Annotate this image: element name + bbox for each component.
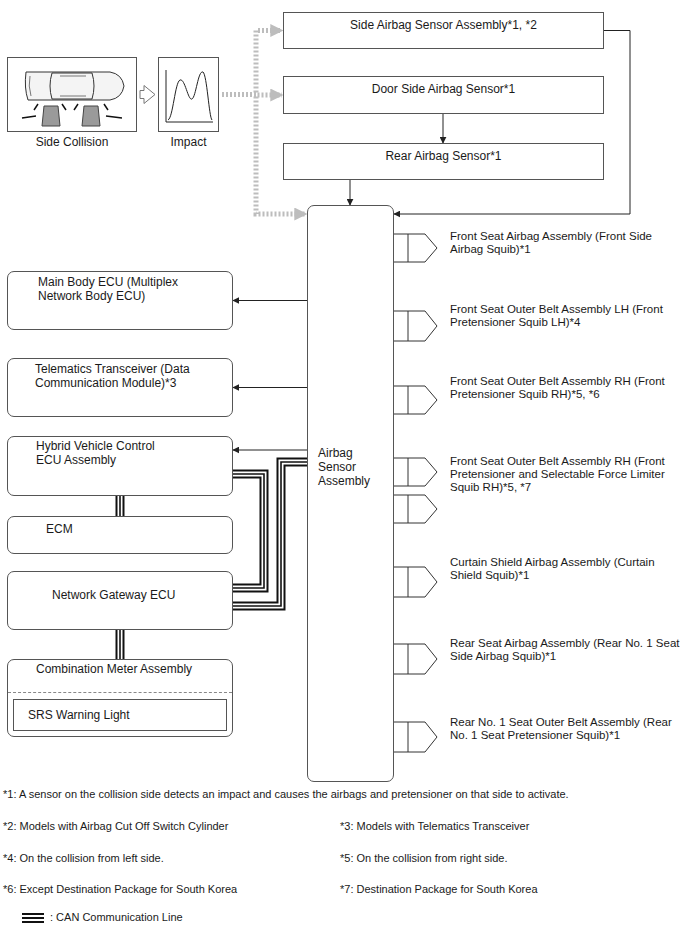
component-box: Rear Airbag Sensor*1: [283, 143, 604, 180]
component-box: ECM: [7, 516, 233, 554]
connector: [233, 474, 264, 588]
dashed-separator: [8, 692, 232, 693]
squib-symbol: [394, 722, 437, 752]
connector: [120, 496, 121, 516]
squib-symbol: [394, 567, 437, 597]
squib-symbols: [394, 234, 437, 752]
connector: [222, 31, 282, 95]
squib-label: Rear No. 1 Seat Outer Belt Assembly (Rea…: [450, 716, 682, 742]
squib-symbol: [394, 234, 437, 262]
component-box: Airbag Sensor Assembly: [307, 205, 394, 782]
squib-symbol: [394, 386, 437, 414]
squib-symbol: [394, 644, 437, 674]
box-label: Main Body ECU (Multiplex Network Body EC…: [38, 275, 198, 303]
squib-label: Front Seat Outer Belt Assembly LH (Front…: [450, 303, 682, 329]
car-illustration: [22, 72, 124, 126]
box-label: Airbag Sensor Assembly: [318, 446, 391, 488]
connector: [233, 387, 307, 388]
component-box: SRS Warning Light: [13, 699, 227, 731]
box-label: SRS Warning Light: [28, 708, 226, 722]
squib-label: Curtain Shield Airbag Assembly (Curtain …: [450, 556, 682, 582]
connector: [350, 180, 351, 205]
caption: Impact: [138, 135, 239, 149]
connector: [233, 450, 307, 451]
illustration-box: Impact: [158, 57, 219, 152]
box-label: Side Airbag Sensor Assembly*1, *2: [288, 18, 599, 32]
component-box: Combination Meter AssemblySRS Warning Li…: [7, 659, 233, 737]
component-box: Main Body ECU (Multiplex Network Body EC…: [7, 271, 233, 330]
squib-symbol: [394, 311, 437, 341]
connector: [120, 630, 121, 659]
footnote: *4: On the collision from left side.: [3, 852, 333, 865]
illustration-box: Side Collision: [7, 57, 137, 152]
connector: [140, 86, 155, 104]
legend-text: : CAN Communication Line: [50, 911, 183, 924]
component-box: Network Gateway ECU: [7, 571, 233, 630]
component-box: Side Airbag Sensor Assembly*1, *2: [283, 12, 604, 49]
legend-sample: [22, 912, 46, 924]
connector: [394, 31, 630, 215]
squib-label: Front Seat Outer Belt Assembly RH (Front…: [450, 455, 682, 494]
footnote: *1: A sensor on the collision side detec…: [3, 788, 685, 801]
component-box: Telematics Transceiver (Data Communicati…: [7, 358, 233, 417]
component-box: Door Side Airbag Sensor*1: [283, 76, 604, 114]
footnote: *3: Models with Telematics Transceiver: [340, 820, 680, 833]
footnote: *5: On the collision from right side.: [340, 852, 680, 865]
component-box: Hybrid Vehicle Control ECU Assembly: [7, 436, 233, 496]
squib-symbol: [394, 458, 437, 486]
impact-graph: [166, 70, 213, 122]
box-label: Hybrid Vehicle Control ECU Assembly: [36, 439, 176, 467]
illustration-frame: [158, 57, 219, 132]
box-label: Network Gateway ECU: [52, 588, 232, 602]
squib-label: Rear Seat Airbag Assembly (Rear No. 1 Se…: [450, 637, 682, 663]
connector: [233, 462, 307, 606]
squib-symbol: [394, 495, 437, 523]
box-label: Combination Meter Assembly: [36, 662, 232, 676]
illustration-frame: [7, 57, 137, 132]
footnote: *2: Models with Airbag Cut Off Switch Cy…: [3, 820, 333, 833]
connector: [233, 300, 307, 301]
squib-label: Front Seat Outer Belt Assembly RH (Front…: [450, 375, 682, 401]
box-label: Telematics Transceiver (Data Communicati…: [35, 362, 213, 390]
squib-label: Front Seat Airbag Assembly (Front Side A…: [450, 230, 682, 256]
footnote: *7: Destination Package for South Korea: [340, 883, 680, 896]
footnote: *6: Except Destination Package for South…: [3, 883, 333, 896]
connector: [443, 114, 444, 143]
caption: Side Collision: [0, 135, 157, 149]
legend-row: : CAN Communication Line: [22, 910, 422, 926]
box-label: Rear Airbag Sensor*1: [288, 149, 599, 163]
box-label: Door Side Airbag Sensor*1: [288, 82, 599, 96]
box-label: ECM: [46, 522, 232, 536]
